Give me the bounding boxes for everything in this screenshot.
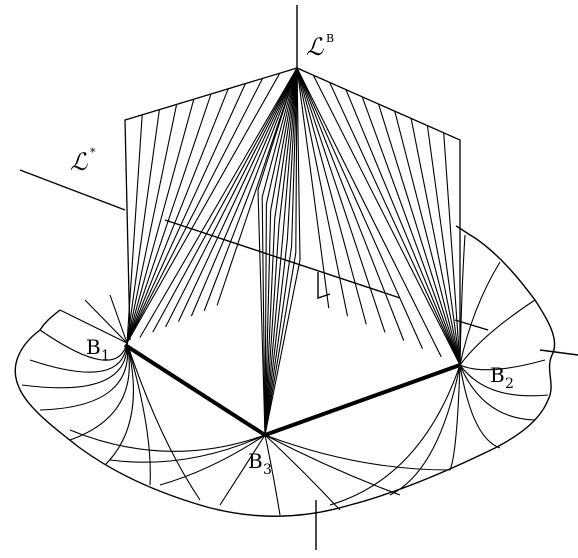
ruling-right (346, 90, 460, 365)
ruling-apex-right (297, 68, 404, 341)
svg-text:B: B (248, 449, 263, 473)
ruling-right (395, 111, 460, 365)
ruling-b1-surface (127, 343, 200, 500)
ruling-b1-surface (127, 343, 150, 485)
svg-text:1: 1 (101, 348, 110, 364)
inner-pointer (165, 220, 488, 330)
ruling-b2-surface (450, 365, 460, 470)
ruling-b2-surface (330, 365, 460, 505)
ruling-b1-surface (30, 343, 127, 372)
ruling-b3-surface (265, 435, 450, 470)
ruling-b3-surface (70, 430, 265, 451)
ruling-right (411, 118, 460, 365)
ruling-lines (22, 68, 548, 515)
axis-star-line (20, 170, 125, 210)
right-tail-line (540, 350, 578, 355)
svg-text:ℒ: ℒ (306, 33, 324, 61)
svg-text:B: B (86, 335, 101, 359)
base-triangle (125, 345, 460, 435)
label-axis-b: ℒ B (306, 32, 334, 61)
ruling-left (127, 99, 194, 343)
ruling-apex-left (179, 68, 298, 322)
ruling-apex-left (217, 68, 297, 305)
ruling-b1-surface (22, 343, 127, 388)
ruling-b1-surface (40, 343, 128, 410)
ruling-center-upper (297, 68, 300, 260)
svg-text:B: B (326, 32, 334, 45)
ruling-right (379, 104, 461, 365)
svg-text:*: * (90, 146, 96, 159)
surface-boundary (15, 226, 554, 516)
ruling-b3-surface (265, 435, 340, 510)
svg-text:3: 3 (263, 462, 272, 478)
ruling-right (362, 97, 460, 365)
label-axis-star: ℒ * (70, 146, 96, 176)
ruling-left (127, 89, 228, 343)
ruling-b2-surface (460, 262, 500, 365)
ruling-right (313, 75, 460, 365)
ruling-b1-surface (40, 330, 127, 360)
ruling-apex-right (297, 68, 366, 324)
ruling-left (127, 73, 280, 343)
ruling-apex-left (153, 68, 297, 332)
ruling-apex-right (297, 68, 441, 357)
svg-text:2: 2 (505, 376, 514, 392)
svg-text:B: B (490, 363, 505, 387)
ruling-left (127, 94, 211, 343)
ruling-b2-surface (460, 300, 535, 365)
svg-text:ℒ: ℒ (70, 148, 88, 176)
